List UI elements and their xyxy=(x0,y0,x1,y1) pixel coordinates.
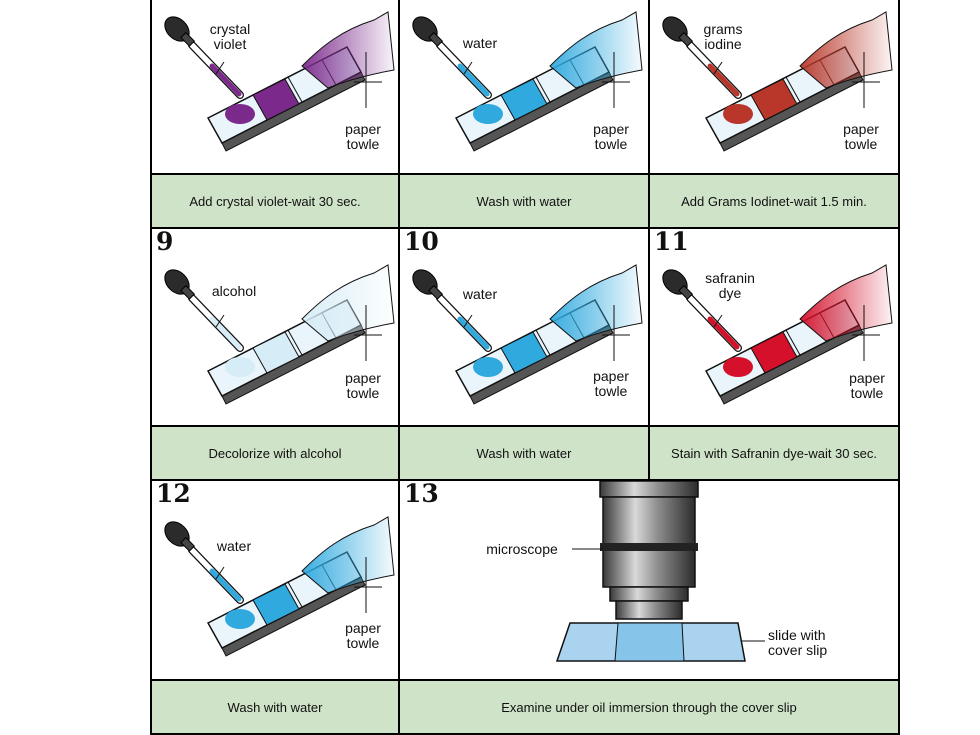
dropper-icon xyxy=(164,269,244,352)
alcohol-illustration xyxy=(164,264,395,405)
paper-towel xyxy=(301,11,395,89)
towel-pointer xyxy=(852,52,880,108)
towel-pointer xyxy=(852,305,880,361)
paper-towel-label: paper towle xyxy=(345,620,381,651)
reagent-pointer xyxy=(215,314,225,328)
paper-towel xyxy=(301,264,395,342)
steps-row-2: 9 alcohol paper towle Decolorize with al… xyxy=(150,229,900,481)
water-wash-illustration xyxy=(164,516,395,657)
towel-pointer xyxy=(354,305,382,361)
stain-blob xyxy=(225,104,255,124)
step-caption: Examine under oil immersion through the … xyxy=(400,679,898,735)
reagent-label: water xyxy=(462,286,498,302)
stain-scene xyxy=(662,11,893,152)
crystal-violet-illustration xyxy=(164,11,395,152)
stain-blob xyxy=(473,357,503,377)
step-caption: Wash with water xyxy=(400,173,648,229)
dropper-icon xyxy=(662,269,742,352)
towel-pointer xyxy=(354,557,382,613)
paper-towel xyxy=(549,264,643,342)
step-decolorize-alcohol: 9 alcohol paper towle Decolorize with al… xyxy=(150,229,400,481)
paper-towel-label: paper towle xyxy=(345,370,381,401)
slide-label: slide with cover slip xyxy=(768,627,828,658)
gram-stain-steps-grid: crystal violet paper towle Add crystal v… xyxy=(150,0,900,735)
dropper-icon xyxy=(412,269,492,352)
paper-towel-label: paper towle xyxy=(345,121,381,152)
reagent-pointer xyxy=(215,566,225,580)
step-examine-microscope: 13 microscope slide with cover slip Exam… xyxy=(400,481,900,735)
stain-scene xyxy=(662,264,893,405)
step-number: 9 xyxy=(156,229,174,256)
towel-pointer xyxy=(354,52,382,108)
reagent-pointer xyxy=(713,61,723,75)
step-number: 10 xyxy=(404,229,439,256)
microscope-slide xyxy=(555,622,746,662)
step-wash-water-3: 12 water paper towle Wash with water xyxy=(150,481,400,735)
reagent-pointer xyxy=(215,61,225,75)
step-caption: Stain with Safranin dye-wait 30 sec. xyxy=(650,425,898,481)
paper-towel xyxy=(301,516,395,594)
stain-blob xyxy=(723,104,753,124)
glass-slide xyxy=(206,551,366,657)
reagent-label: crystal violet xyxy=(209,21,251,52)
paper-towel xyxy=(799,11,893,89)
microscope-illustration xyxy=(555,481,765,662)
step-caption: Wash with water xyxy=(400,425,648,481)
water-wash-illustration xyxy=(412,264,643,405)
step-number: 13 xyxy=(404,481,439,508)
stain-scene xyxy=(164,516,395,657)
paper-towel-label: paper towle xyxy=(593,368,629,399)
reagent-pointer xyxy=(463,314,473,328)
step-caption: Decolorize with alcohol xyxy=(152,425,398,481)
towel-pointer xyxy=(602,305,630,361)
step-crystal-violet: crystal violet paper towle Add crystal v… xyxy=(150,0,400,229)
step-safranin-dye: 11 safranin dye paper towle Stain with S… xyxy=(650,229,900,481)
dropper-icon xyxy=(164,521,244,604)
paper-towel xyxy=(799,264,893,342)
water-wash-illustration xyxy=(412,11,643,152)
step-grams-iodine: grams iodine paper towle Add Grams Iodin… xyxy=(650,0,900,229)
microscope-objective xyxy=(599,481,699,620)
step-caption: Add Grams Iodinet-wait 1.5 min. xyxy=(650,173,898,229)
microscope-label: microscope xyxy=(486,541,558,557)
step-wash-water-1: water paper towle Wash with water xyxy=(400,0,650,229)
iodine-illustration xyxy=(662,11,893,152)
reagent-label: water xyxy=(216,538,252,554)
safranin-illustration xyxy=(662,264,893,405)
reagent-pointer xyxy=(713,314,723,328)
stain-blob xyxy=(723,357,753,377)
stain-blob xyxy=(225,609,255,629)
stain-blob xyxy=(473,104,503,124)
step-caption: Wash with water xyxy=(152,679,398,735)
paper-towel xyxy=(549,11,643,89)
steps-row-3: 12 water paper towle Wash with water xyxy=(150,481,900,735)
dropper-icon xyxy=(412,16,492,99)
steps-row-1: crystal violet paper towle Add crystal v… xyxy=(150,0,900,229)
reagent-label: water xyxy=(462,35,498,51)
step-wash-water-2: 10 water paper towle Wash with water xyxy=(400,229,650,481)
dropper-icon xyxy=(164,16,244,99)
step-caption: Add crystal violet-wait 30 sec. xyxy=(152,173,398,229)
stain-scene xyxy=(164,264,395,405)
paper-towel-label: paper towle xyxy=(849,370,885,401)
paper-towel-label: paper towle xyxy=(593,121,629,152)
stain-scene xyxy=(412,264,643,405)
stain-scene xyxy=(412,11,643,152)
reagent-label: safranin dye xyxy=(705,270,755,301)
dropper-icon xyxy=(662,16,742,99)
reagent-pointer xyxy=(463,61,473,75)
towel-pointer xyxy=(602,52,630,108)
paper-towel-label: paper towle xyxy=(843,121,879,152)
reagent-label: alcohol xyxy=(211,283,257,299)
stain-scene xyxy=(164,11,395,152)
reagent-label: grams iodine xyxy=(703,21,743,52)
step-number: 12 xyxy=(156,481,191,508)
stain-blob xyxy=(225,357,255,377)
step-number: 11 xyxy=(654,229,689,256)
